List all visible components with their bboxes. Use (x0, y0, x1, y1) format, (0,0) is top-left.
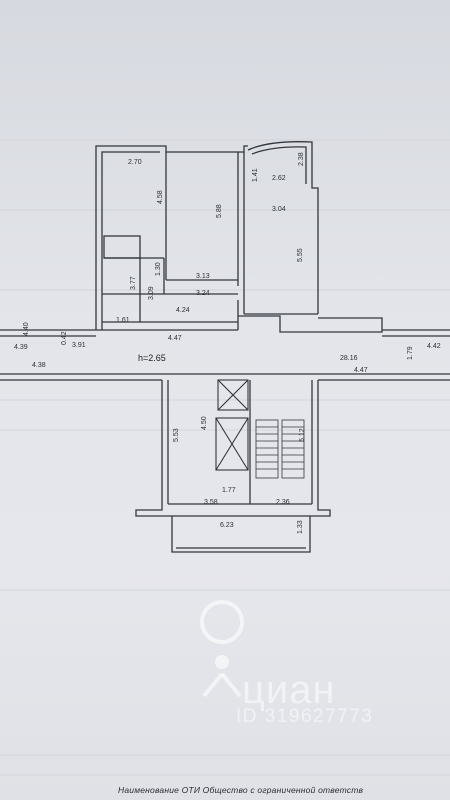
dim-label: 4.24 (176, 307, 190, 314)
staircase (255, 419, 305, 479)
watermark-brand: циан (242, 668, 336, 712)
dim-label: 5.55 (297, 248, 304, 262)
dim-label: 3.09 (148, 286, 155, 300)
dimension-labels: 2.70 4.58 5.88 1.41 2.62 2.38 3.04 5.55 … (14, 152, 441, 534)
dim-label: 5.53 (173, 428, 180, 442)
dim-label: 1.79 (407, 346, 414, 360)
dim-label: 5.12 (299, 428, 306, 442)
dim-label: 0.42 (61, 331, 68, 345)
dim-label: 4.38 (32, 362, 46, 369)
dim-label: 3.04 (272, 206, 286, 213)
dim-label: 5.88 (216, 204, 223, 218)
dim-label: 2.70 (128, 159, 142, 166)
dim-label: 1.61 (116, 317, 130, 324)
dim-label: 4.42 (427, 343, 441, 350)
watermark-id: ID 319627773 (236, 706, 374, 727)
dim-label: 28.16 (340, 355, 358, 362)
dim-label: 4.47 (354, 367, 368, 374)
cian-logo-icon (200, 600, 244, 698)
elevator-shafts (215, 379, 249, 471)
walls (0, 141, 450, 553)
dim-label: 1.41 (252, 168, 259, 182)
dim-label: 4.40 (23, 322, 30, 336)
dim-label: 3.91 (72, 342, 86, 349)
dim-label: 2.38 (298, 152, 305, 166)
dim-label: 3.77 (130, 276, 137, 290)
dim-label: 1.30 (155, 262, 162, 276)
dim-label: 6.23 (220, 522, 234, 529)
dim-label: 3.13 (196, 273, 210, 280)
dim-label: 3.58 (204, 499, 218, 506)
paper-lines (0, 139, 450, 776)
dim-label: 4.58 (157, 190, 164, 204)
dim-label: 2.36 (276, 499, 290, 506)
dim-label: 1.77 (222, 487, 236, 494)
dim-label: 4.47 (168, 335, 182, 342)
dim-label: 3.24 (196, 290, 210, 297)
dim-label: 2.62 (272, 175, 286, 182)
dim-label: 4.50 (201, 416, 208, 430)
footer-caption: Наименование ОТИ Общество с ограниченной… (118, 785, 364, 795)
dim-label: 4.39 (14, 344, 28, 351)
dim-label: 1.33 (297, 520, 304, 534)
ceiling-height-label: h=2.65 (138, 353, 166, 363)
